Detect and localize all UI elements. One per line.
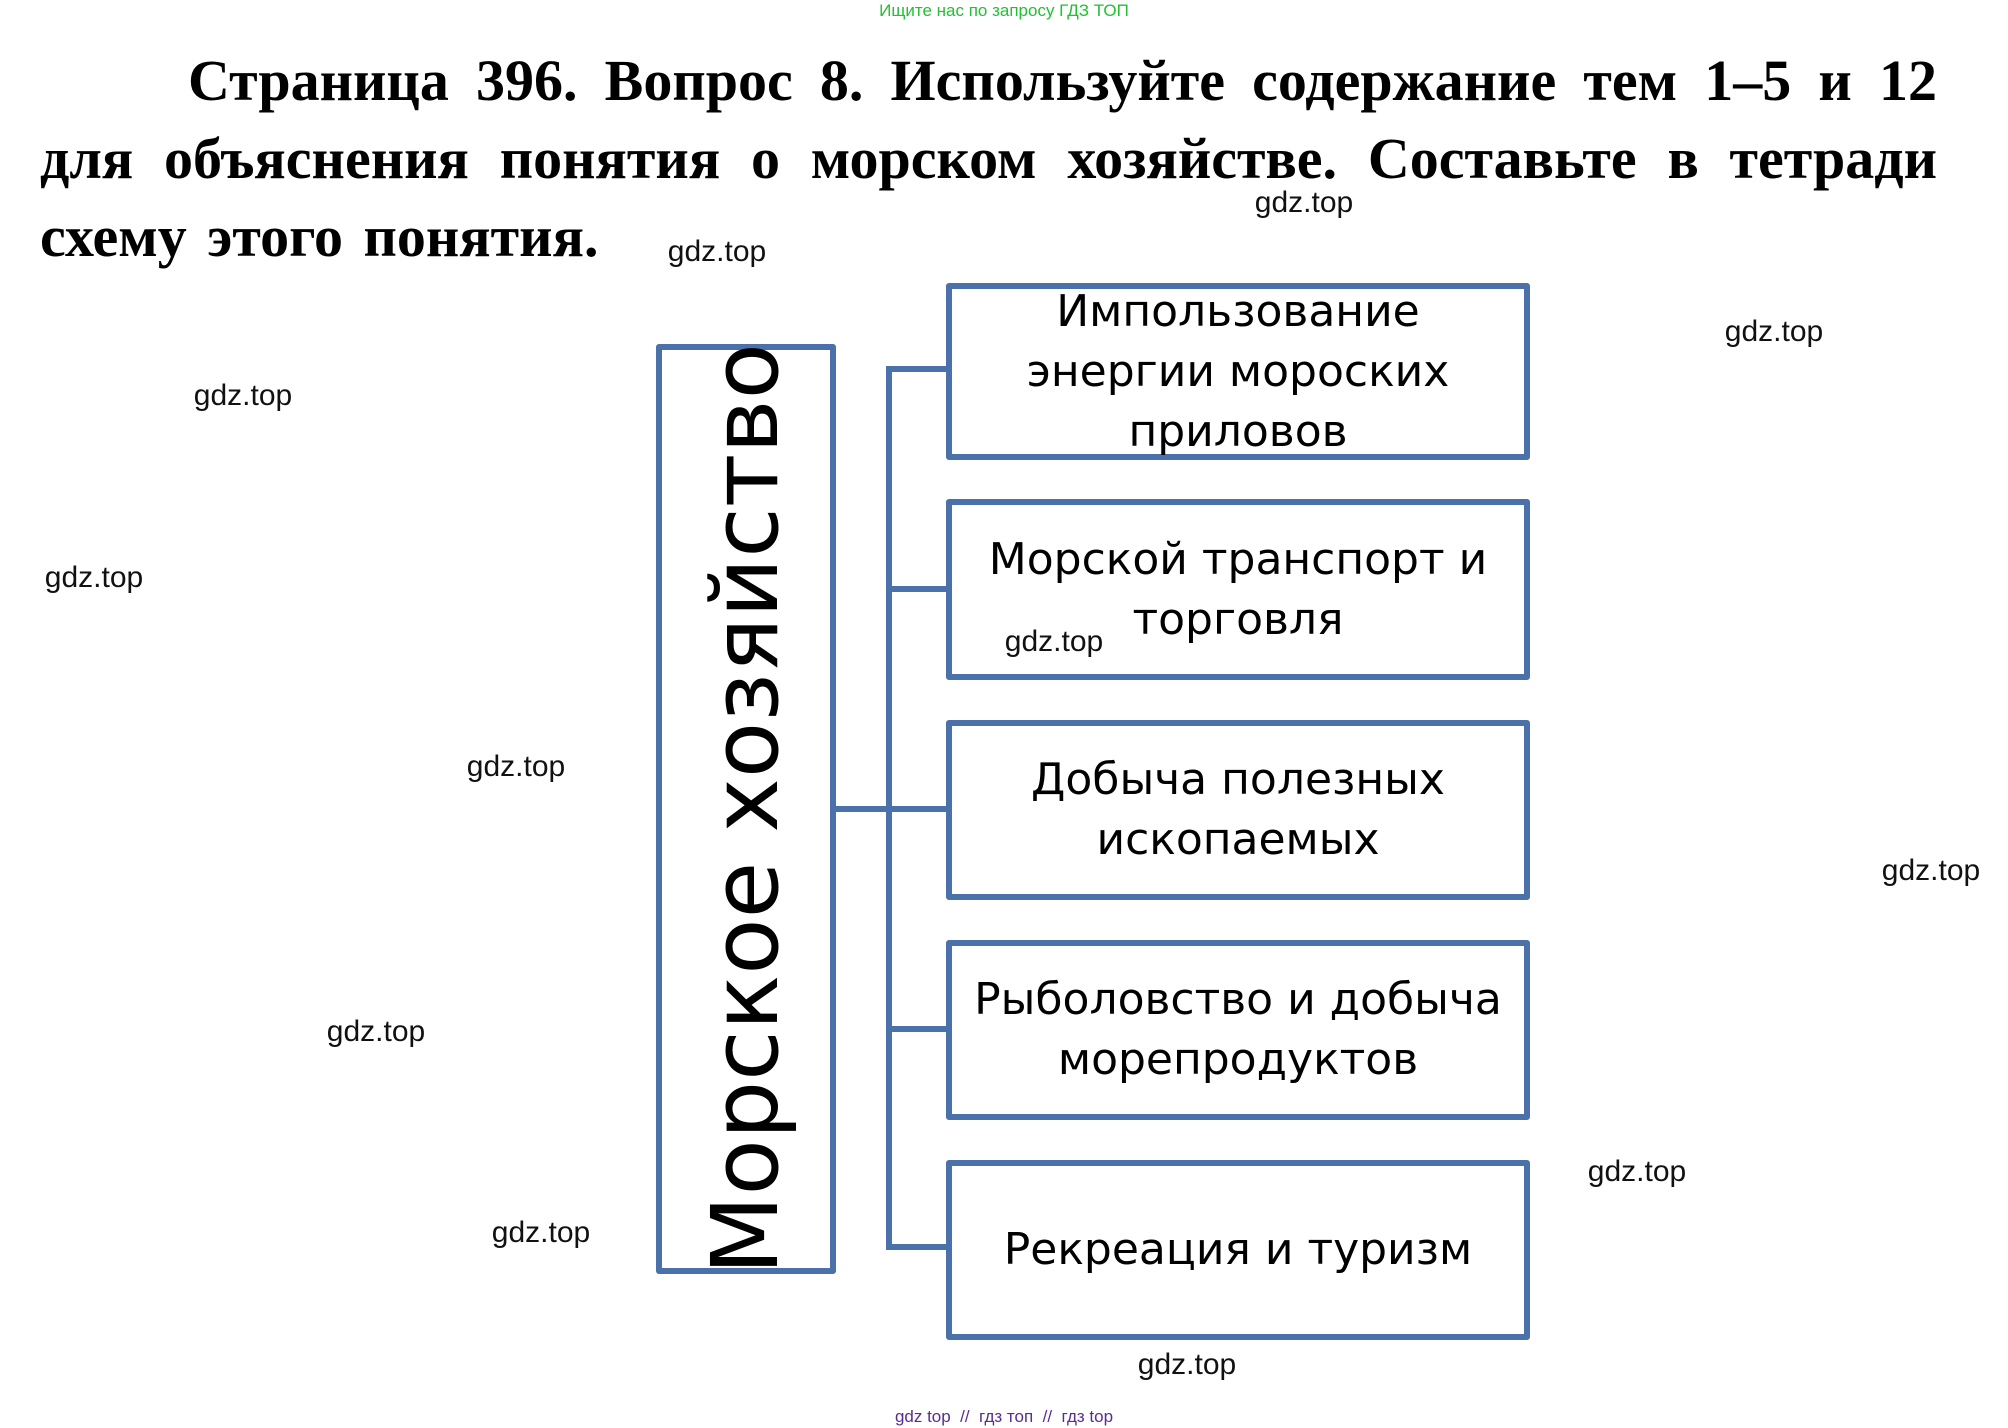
branch-box-transport: Морской транспорт и торговля [946, 499, 1530, 680]
branch-label: Морской транспорт и торговля [988, 533, 1488, 645]
root-concept-label: Морское хозяйство [692, 343, 799, 1275]
footer-links: gdz top // гдз топ // гдз top [894, 1407, 1114, 1426]
branch-box-mining: Добыча полезных ископаемых [946, 720, 1530, 900]
watermark: gdz.top [44, 561, 144, 594]
branch-label: Импользование энергии мороских приловов [1026, 285, 1450, 457]
question-text: Страница 396. Вопрос 8. Используйте соде… [40, 48, 1937, 269]
watermark: gdz.top [1137, 1348, 1237, 1381]
watermark: gdz.top [1724, 315, 1824, 348]
branch-box-recreation: Рекреация и туризм [946, 1160, 1530, 1340]
watermark: gdz.top [466, 750, 566, 783]
watermark: gdz.top [667, 235, 767, 268]
root-concept-box: Морское хозяйство [656, 343, 836, 1275]
connector-branch-5 [886, 1244, 948, 1250]
branch-label: Рыболовство и добыча морепродуктов [974, 974, 1502, 1085]
connector-root-to-trunk [836, 806, 890, 812]
watermark: gdz.top [1004, 625, 1104, 658]
branch-label: Добыча полезных ископаемых [1031, 754, 1445, 865]
connector-branch-1 [886, 366, 948, 372]
watermark: gdz.top [326, 1015, 426, 1048]
question-heading: Страница 396. Вопрос 8. Используйте соде… [40, 42, 1937, 276]
watermark: gdz.top [1587, 1155, 1687, 1188]
branch-box-energy: Импользование энергии мороских приловов [946, 283, 1530, 460]
watermark: gdz.top [193, 379, 293, 412]
connector-branch-4 [886, 1026, 948, 1032]
connector-branch-2 [886, 586, 948, 592]
watermark: gdz.top [491, 1216, 591, 1249]
branch-label: Рекреация и туризм [1003, 1224, 1473, 1275]
watermark: gdz.top [1881, 854, 1981, 887]
watermark: gdz.top [1254, 186, 1354, 219]
search-hint-banner: Ищите нас по запросу ГДЗ ТОП [879, 1, 1129, 20]
branch-box-fishing: Рыболовство и добыча морепродуктов [946, 940, 1530, 1120]
connector-branch-3 [886, 806, 948, 812]
